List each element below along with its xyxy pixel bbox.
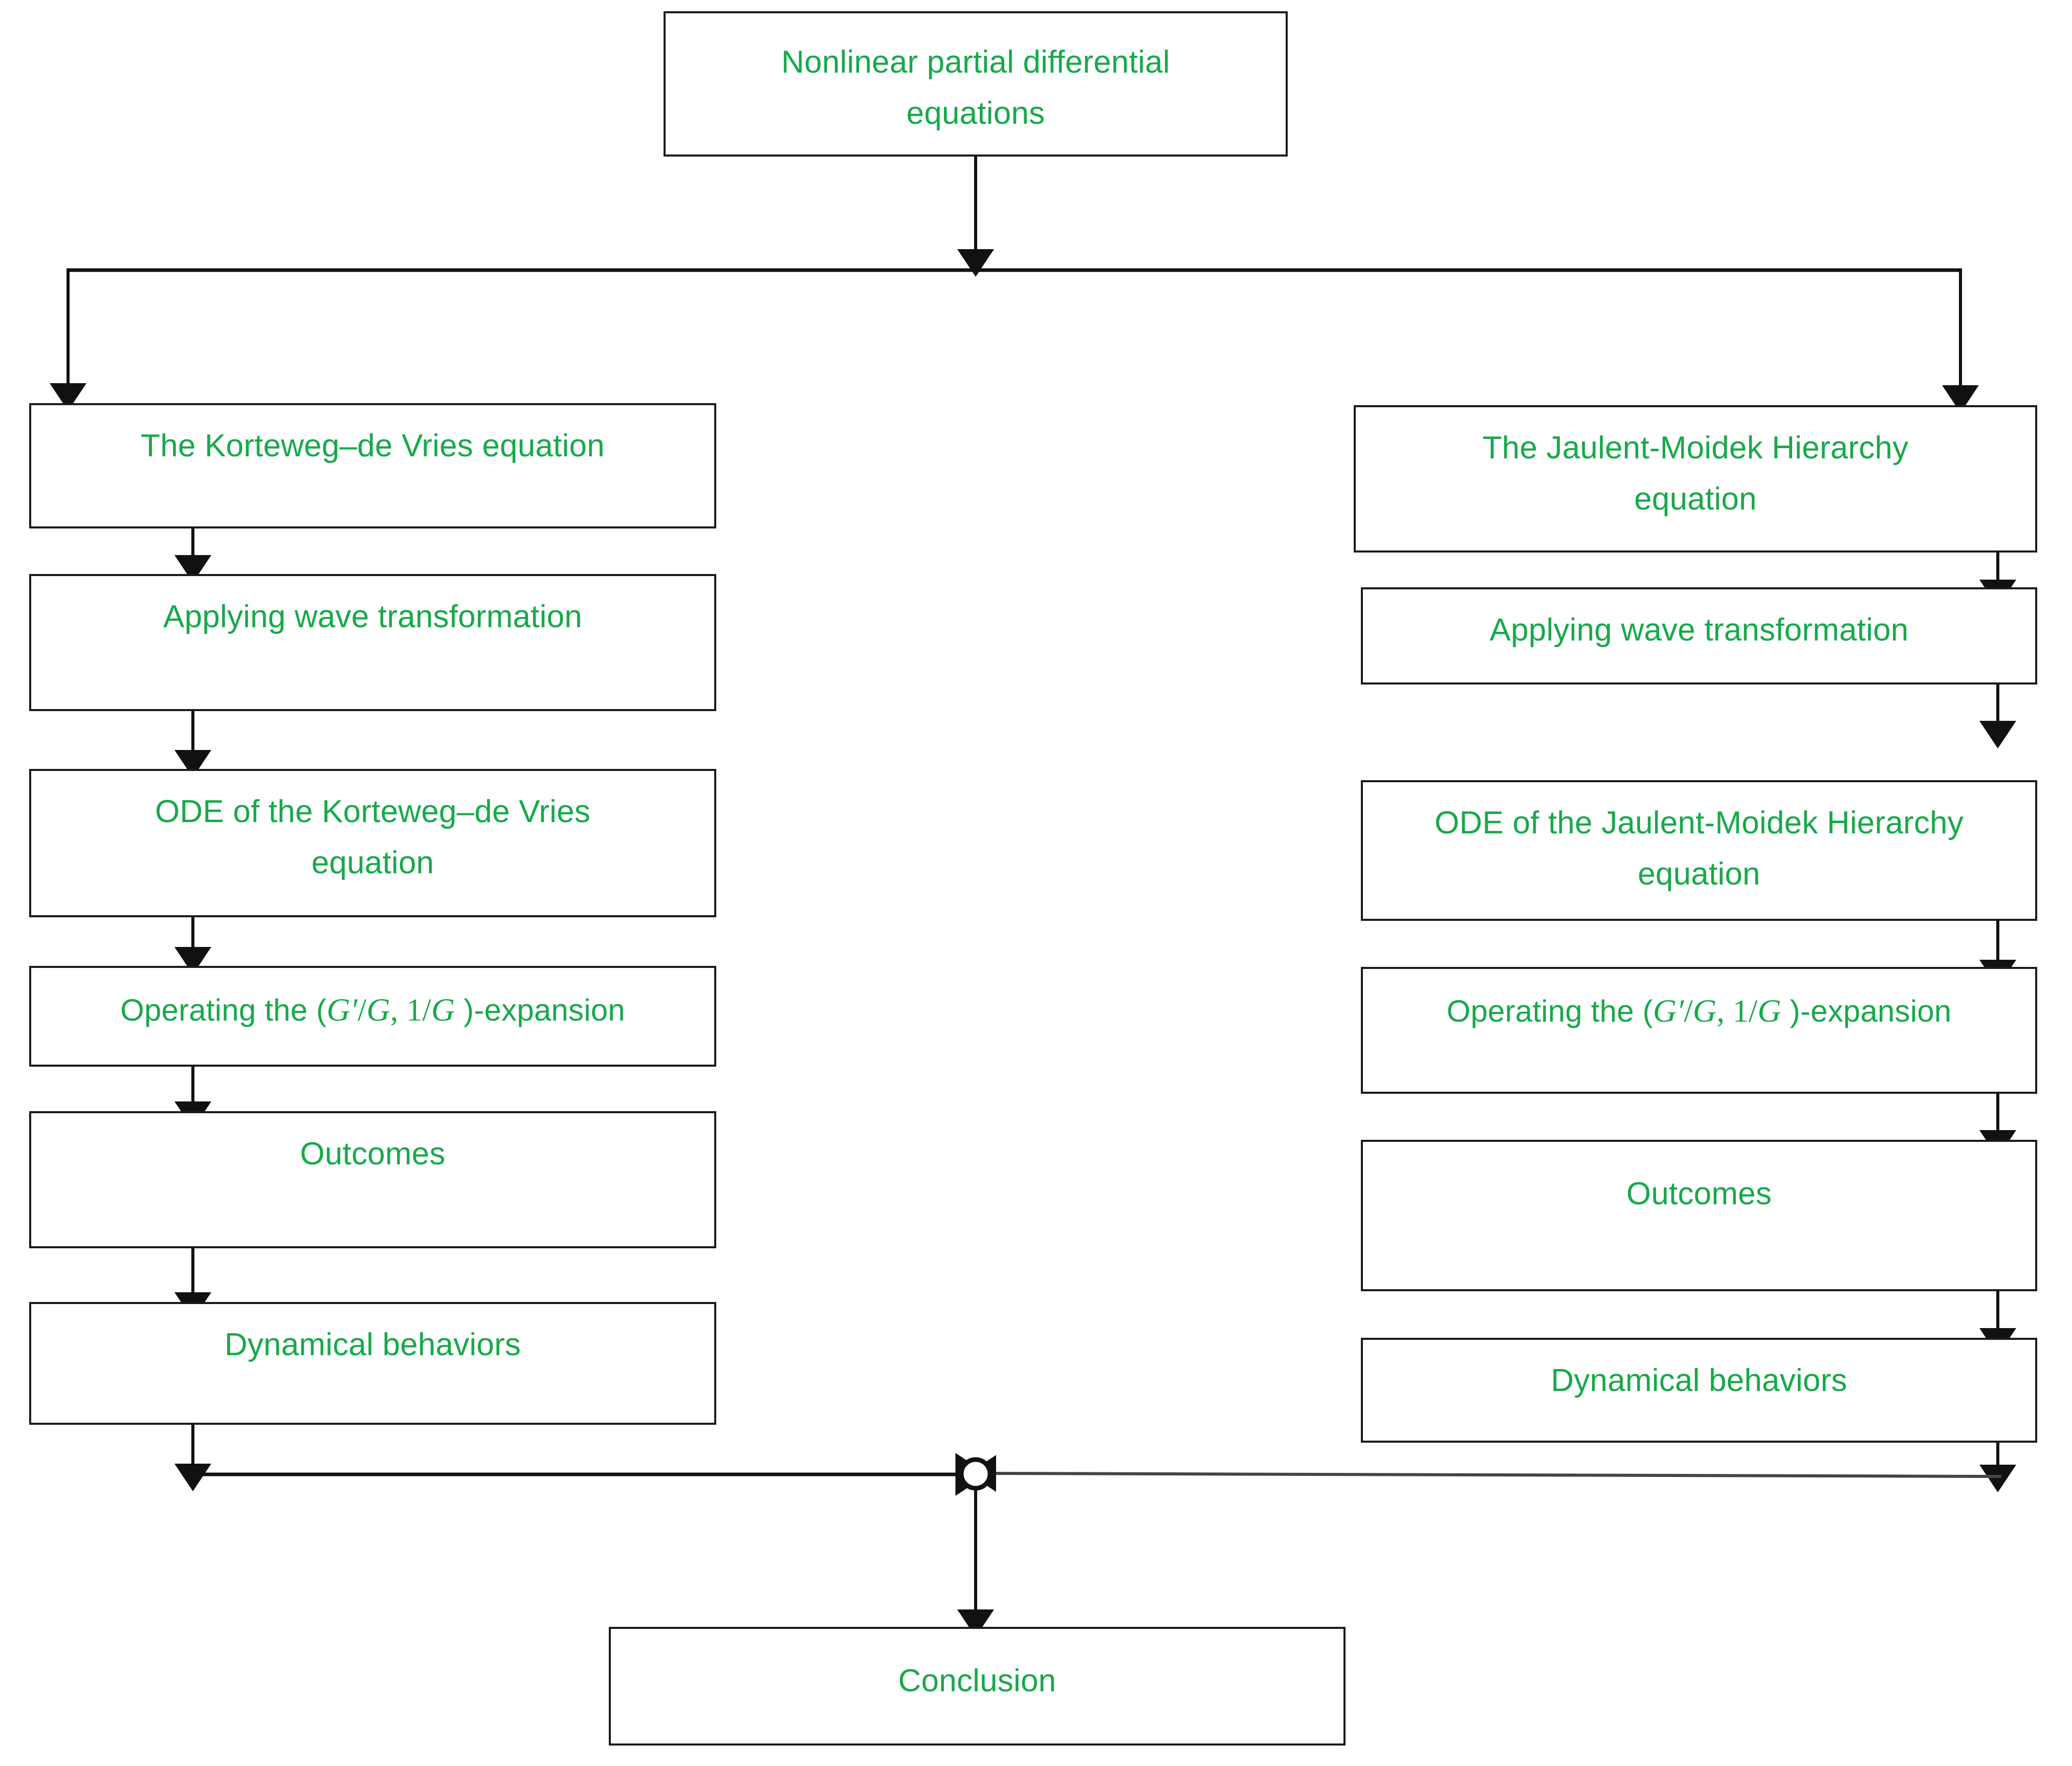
node-right-jaulent-moidek-hierarchy-equation[interactable]: The Jaulent-Moidek Hierarchy equation [1354,405,2037,553]
merge-junction-circle [959,1457,993,1491]
node-left-ode-label: ODE of the Korteweg–de Vries equation [155,794,591,881]
node-left-ode-korteweg-de-vries[interactable]: ODE of the Korteweg–de Vries equation [29,769,716,917]
node-right-dynamical-label: Dynamical behaviors [1551,1363,1847,1398]
node-right-ode-label: ODE of the Jaulent-Moidek Hierarchy equa… [1435,805,1964,892]
node-right-dynamical-behaviors[interactable]: Dynamical behaviors [1361,1338,2037,1443]
node-conclusion[interactable]: Conclusion [609,1627,1346,1746]
node-left-dynamical-label: Dynamical behaviors [224,1327,521,1362]
node-left-outcomes[interactable]: Outcomes [29,1111,716,1248]
node-right-outcomes[interactable]: Outcomes [1361,1140,2037,1291]
expansion-prime: ′ [1677,992,1684,1029]
expansion-slash-1: / [357,993,367,1028]
node-left-operating-expansion[interactable]: Operating the (G′/G, 1/G )-expansion [29,966,716,1067]
expansion-prefix: Operating the ( [120,993,327,1027]
node-left-outcomes-label: Outcomes [300,1136,446,1172]
node-right-ode-jaulent-moidek-hierarchy[interactable]: ODE of the Jaulent-Moidek Hierarchy equa… [1361,780,2037,921]
expansion-g-symbol: G [326,991,350,1028]
expansion-g-symbol-3: G [1757,992,1781,1029]
node-left-equation-label: The Korteweg–de Vries equation [141,428,605,463]
node-right-outcomes-label: Outcomes [1626,1176,1772,1211]
node-left-expansion-label: Operating the (G′/G, 1/G )-expansion [31,968,714,1036]
expansion-one: 1 [406,993,423,1028]
node-root-label: Nonlinear partial differential equations [781,45,1170,131]
expansion-prefix: Operating the ( [1446,994,1653,1028]
expansion-slash-2: / [1748,994,1758,1029]
expansion-g-symbol-3: G [431,991,455,1028]
node-conclusion-label: Conclusion [898,1663,1056,1698]
node-right-equation-label: The Jaulent-Moidek Hierarchy equation [1482,430,1909,517]
expansion-slash-2: / [422,993,431,1028]
node-root-nonlinear-pde[interactable]: Nonlinear partial differential equations [664,11,1288,157]
node-left-dynamical-behaviors[interactable]: Dynamical behaviors [29,1302,716,1425]
expansion-one: 1 [1732,994,1749,1029]
node-left-wave-transformation-label: Applying wave transformation [163,599,582,634]
expansion-g-symbol-2: G [366,991,390,1028]
expansion-g-symbol-2: G [1692,992,1717,1029]
node-right-applying-wave-transformation[interactable]: Applying wave transformation [1361,587,2037,685]
node-left-korteweg-de-vries-equation[interactable]: The Korteweg–de Vries equation [29,403,716,528]
expansion-comma: , [1716,994,1733,1029]
connector-right-dynamical-to-merge [968,1455,2002,1492]
expansion-slash-1: / [1684,994,1693,1029]
expansion-suffix: )-expansion [1781,994,1952,1028]
node-right-wave-transformation-label: Applying wave transformation [1489,612,1909,648]
expansion-comma: , [390,993,407,1028]
node-right-operating-expansion[interactable]: Operating the (G′/G, 1/G )-expansion [1361,967,2037,1094]
node-right-expansion-label: Operating the (G′/G, 1/G )-expansion [1363,969,2035,1037]
node-left-applying-wave-transformation[interactable]: Applying wave transformation [29,574,716,711]
expansion-suffix: )-expansion [455,993,625,1027]
expansion-prime: ′ [350,991,358,1028]
expansion-g-symbol: G [1652,992,1677,1029]
